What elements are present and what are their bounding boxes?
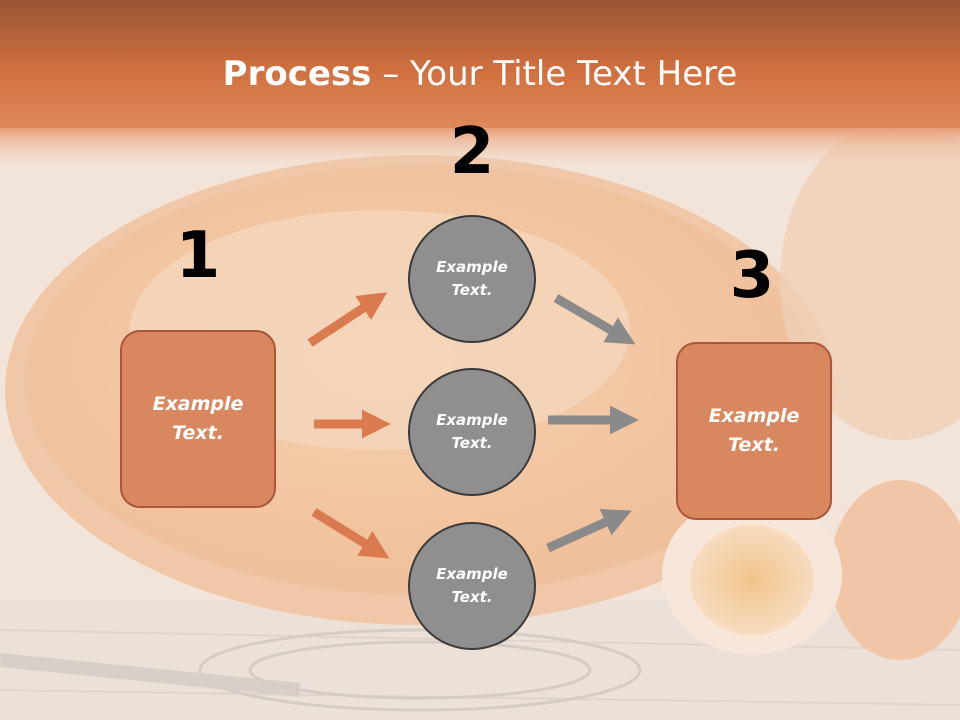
left-box-label-line2: Text.	[172, 422, 224, 444]
circle-step-bottom[interactable]: Example Text.	[408, 522, 536, 650]
circle-bottom-label-line1: Example	[436, 565, 508, 583]
slide-title: Process – Your Title Text Here	[0, 52, 960, 96]
title-dash: –	[371, 54, 411, 94]
circle-bottom-label: Example Text.	[427, 563, 517, 609]
title-rest: Your Title Text Here	[410, 54, 738, 94]
circle-middle-label-line1: Example	[436, 411, 508, 429]
right-box-label-line1: Example	[708, 405, 800, 427]
circle-top-label-line1: Example	[436, 258, 508, 276]
circle-middle-label: Example Text.	[427, 409, 517, 455]
step-number-2: 2	[449, 115, 495, 189]
right-step-box-label: Example Text.	[694, 402, 814, 460]
left-step-box[interactable]: Example Text.	[120, 330, 276, 508]
step-number-3: 3	[729, 239, 775, 313]
circle-middle-label-line2: Text.	[451, 434, 493, 452]
right-step-box[interactable]: Example Text.	[676, 342, 832, 520]
title-bold: Process	[222, 54, 372, 94]
circle-step-middle[interactable]: Example Text.	[408, 368, 536, 496]
circle-step-top[interactable]: Example Text.	[408, 215, 536, 343]
circle-bottom-label-line2: Text.	[451, 588, 493, 606]
right-box-label-line2: Text.	[728, 434, 780, 456]
circle-top-label-line2: Text.	[451, 281, 493, 299]
step-number-1: 1	[175, 219, 221, 293]
left-step-box-label: Example Text.	[138, 390, 258, 448]
left-box-label-line1: Example	[152, 393, 244, 415]
circle-top-label: Example Text.	[427, 256, 517, 302]
